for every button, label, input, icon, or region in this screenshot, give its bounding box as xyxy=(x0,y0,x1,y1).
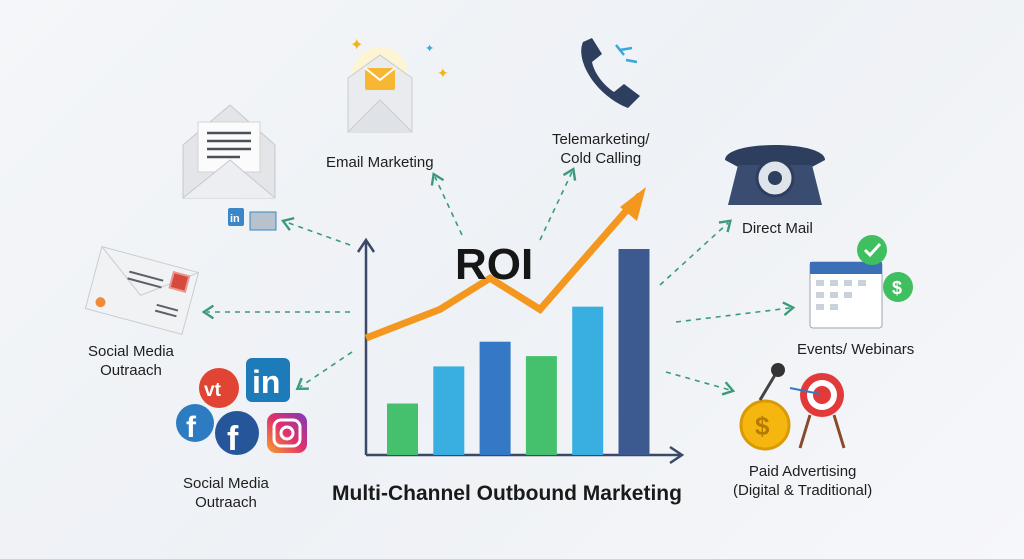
target-dollar-microphone-icon: $ xyxy=(739,363,846,451)
chart-title: ROI xyxy=(455,240,534,289)
label-telemarketing: Telemarketing/ Cold Calling xyxy=(552,131,650,167)
bar-2 xyxy=(433,366,465,455)
svg-text:in: in xyxy=(252,364,280,400)
label-paid-advertising: Paid Advertising (Digital & Traditional) xyxy=(733,463,873,499)
label-direct-mail: Direct Mail xyxy=(742,220,813,237)
label-social-media-outreach: Social Media Outraach xyxy=(183,475,269,511)
trend-arrowhead-icon xyxy=(620,187,646,221)
connector-arrow xyxy=(430,172,463,236)
open-envelope-letter-icon: in xyxy=(182,104,277,231)
connector-arrow xyxy=(665,371,736,396)
connector-arrow xyxy=(295,351,353,390)
bar-1 xyxy=(387,403,418,455)
connector-arrow xyxy=(659,219,732,286)
x-axis-arrow-icon xyxy=(669,445,685,465)
vk-logo-icon xyxy=(199,368,239,408)
social-logos-icon: vt in f f xyxy=(176,358,307,458)
caption: Multi-Channel Outbound Marketing xyxy=(332,482,682,505)
connector-arrow xyxy=(675,301,796,323)
roi-bar-chart xyxy=(356,187,685,465)
phone-handset-icon xyxy=(581,38,640,108)
svg-text:$: $ xyxy=(755,411,770,441)
bar-3 xyxy=(479,341,511,455)
y-axis-arrow-icon xyxy=(356,237,376,253)
label-events-webinars: Events/ Webinars xyxy=(797,341,915,358)
svg-text:✦: ✦ xyxy=(437,65,449,81)
label-email-marketing: Email Marketing xyxy=(326,154,434,171)
rotary-telephone-icon xyxy=(725,145,825,205)
linkedin-logo-icon xyxy=(246,358,290,402)
bar-4 xyxy=(525,356,557,455)
dashed-connector-arrows xyxy=(201,167,796,396)
connector-arrow xyxy=(539,167,577,241)
bar-5 xyxy=(572,306,604,455)
svg-text:vt: vt xyxy=(204,380,222,401)
svg-text:$: $ xyxy=(892,278,902,298)
svg-text:f: f xyxy=(186,411,197,444)
trend-line xyxy=(364,192,643,342)
calendar-check-dollar-icon: $ xyxy=(809,235,913,329)
label-social-media-outreach-mail: Social Media Outraach xyxy=(88,343,174,379)
svg-text:✦: ✦ xyxy=(350,37,363,54)
svg-text:f: f xyxy=(227,420,239,458)
mail-envelope-stamp-icon xyxy=(84,246,200,335)
bar-6 xyxy=(618,249,650,455)
facebook-logo-icon xyxy=(215,411,259,455)
svg-text:✦: ✦ xyxy=(425,43,434,55)
facebook-logo-icon xyxy=(176,404,214,442)
svg-text:in: in xyxy=(230,213,240,225)
connector-arrow xyxy=(280,216,351,246)
email-envelope-icon: ✦ ✦ ✦ xyxy=(347,37,449,133)
